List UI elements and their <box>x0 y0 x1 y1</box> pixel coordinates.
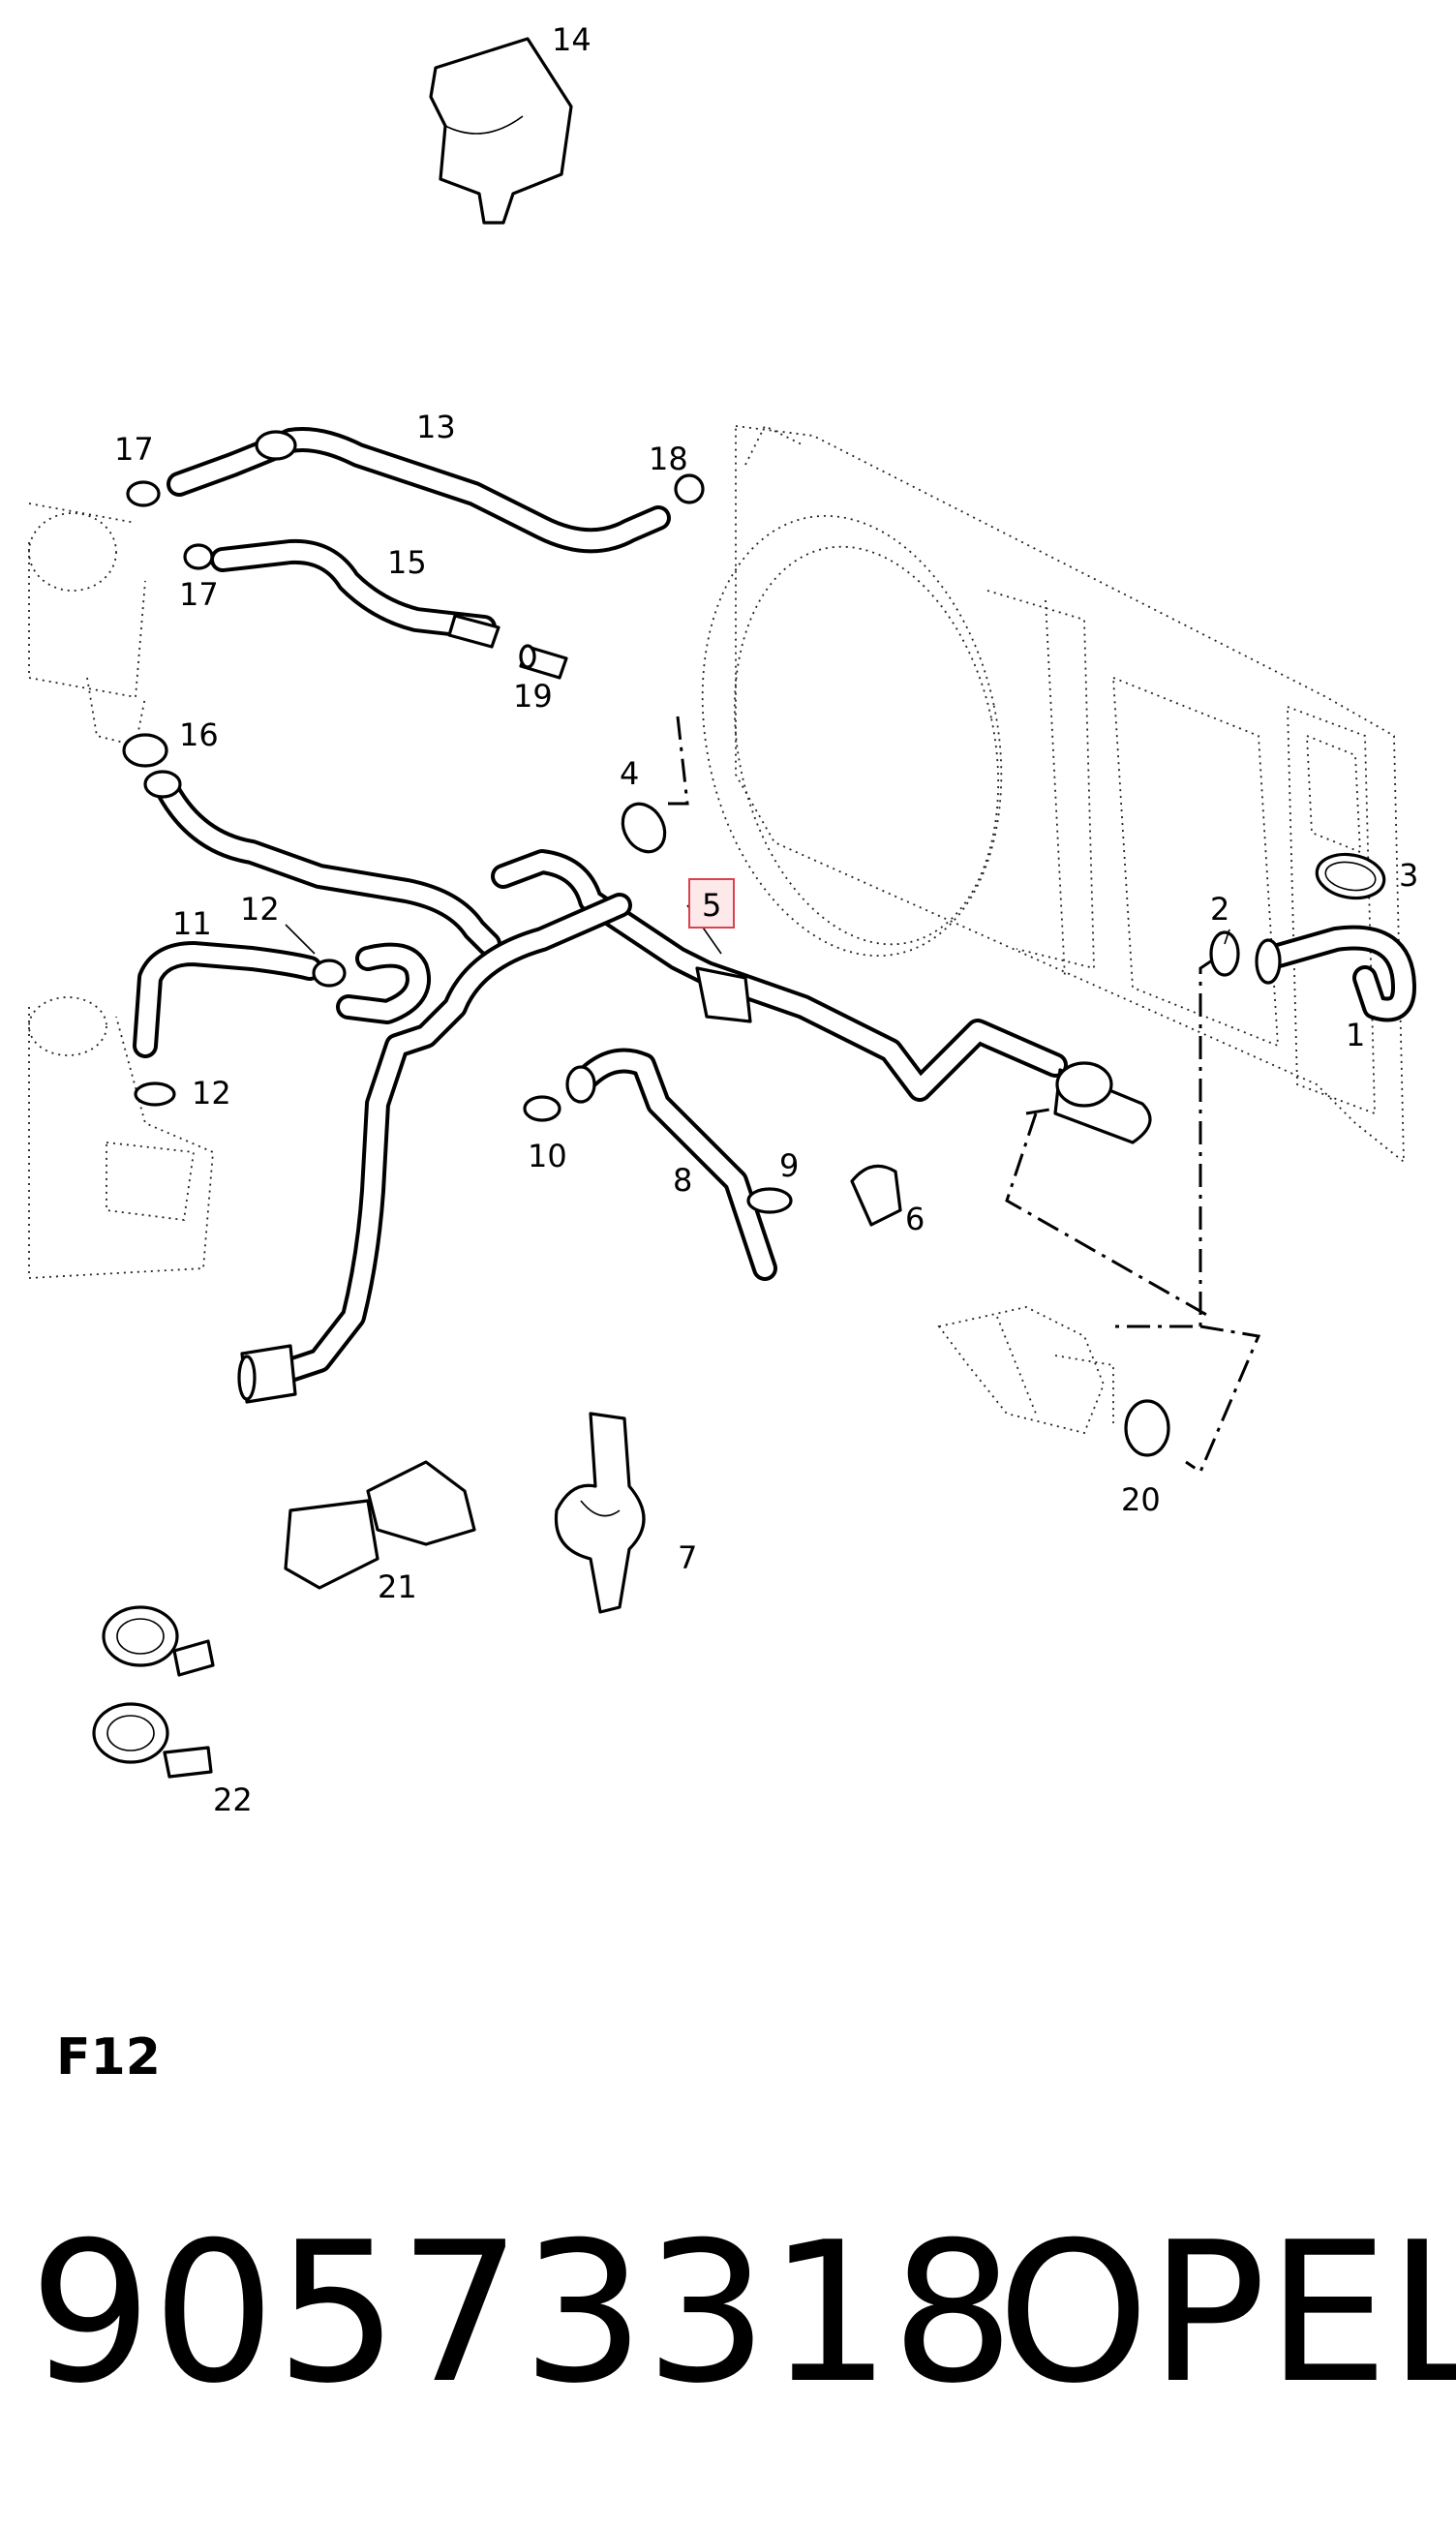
main-hose-5[interactable] <box>491 849 1152 1144</box>
highlight-box-callout-5 <box>688 878 735 929</box>
callout-labels: 1 2 3 4 5 6 7 8 9 10 11 12 12 13 14 15 1… <box>114 21 1418 1818</box>
callout-10: 10 <box>528 1138 567 1174</box>
callout-21: 21 <box>378 1569 417 1605</box>
hose-12-short[interactable] <box>336 942 431 1024</box>
callout-22: 22 <box>213 1782 253 1818</box>
callout-20: 20 <box>1121 1481 1161 1518</box>
callout-1: 1 <box>1346 1017 1365 1053</box>
callout-13: 13 <box>416 409 456 445</box>
brand-name: OPEL <box>997 2201 1456 2426</box>
callout-17b: 17 <box>179 576 219 613</box>
holder-14[interactable] <box>429 37 573 225</box>
callout-12a: 12 <box>240 891 280 928</box>
callout-17a: 17 <box>114 431 154 468</box>
bracket-21[interactable] <box>284 1460 476 1590</box>
callout-4: 4 <box>620 755 639 792</box>
ring-3[interactable] <box>1314 849 1388 902</box>
callout-2: 2 <box>1210 891 1229 928</box>
hose-11[interactable] <box>133 893 632 1404</box>
reference-lines <box>668 716 1261 1475</box>
hose-1[interactable] <box>1255 925 1416 1022</box>
bracket-7[interactable] <box>554 1412 646 1614</box>
callout-9: 9 <box>779 1147 799 1184</box>
hose-8[interactable] <box>565 1048 777 1281</box>
callout-15: 15 <box>387 544 427 581</box>
hose-clamps[interactable] <box>122 473 1240 1457</box>
callout-5: 5 <box>702 887 721 924</box>
hose-13[interactable] <box>167 427 671 554</box>
section-code: F12 <box>56 2028 161 2086</box>
clip-6[interactable] <box>850 1164 902 1227</box>
leader-lines <box>285 904 1230 955</box>
callout-7: 7 <box>678 1539 697 1576</box>
engine-block-fragment <box>28 996 214 1279</box>
callout-6: 6 <box>905 1201 925 1237</box>
hose-16-branch[interactable] <box>143 770 501 957</box>
callout-16: 16 <box>179 716 219 753</box>
callout-8: 8 <box>673 1162 692 1199</box>
clamps-22[interactable] <box>92 1605 215 1779</box>
callout-11: 11 <box>172 905 212 942</box>
hose-15[interactable] <box>210 538 500 649</box>
part-number: 90573318 <box>29 2201 1015 2426</box>
callout-14: 14 <box>552 21 592 58</box>
expansion-tank <box>28 503 146 747</box>
callout-12b: 12 <box>192 1075 231 1112</box>
pipe-19[interactable] <box>519 644 568 680</box>
thermostat-housing <box>937 1306 1114 1435</box>
radiator-fan-shroud <box>701 424 1405 1164</box>
callout-3: 3 <box>1399 857 1418 894</box>
callout-18: 18 <box>649 441 688 477</box>
callout-19: 19 <box>513 678 553 715</box>
